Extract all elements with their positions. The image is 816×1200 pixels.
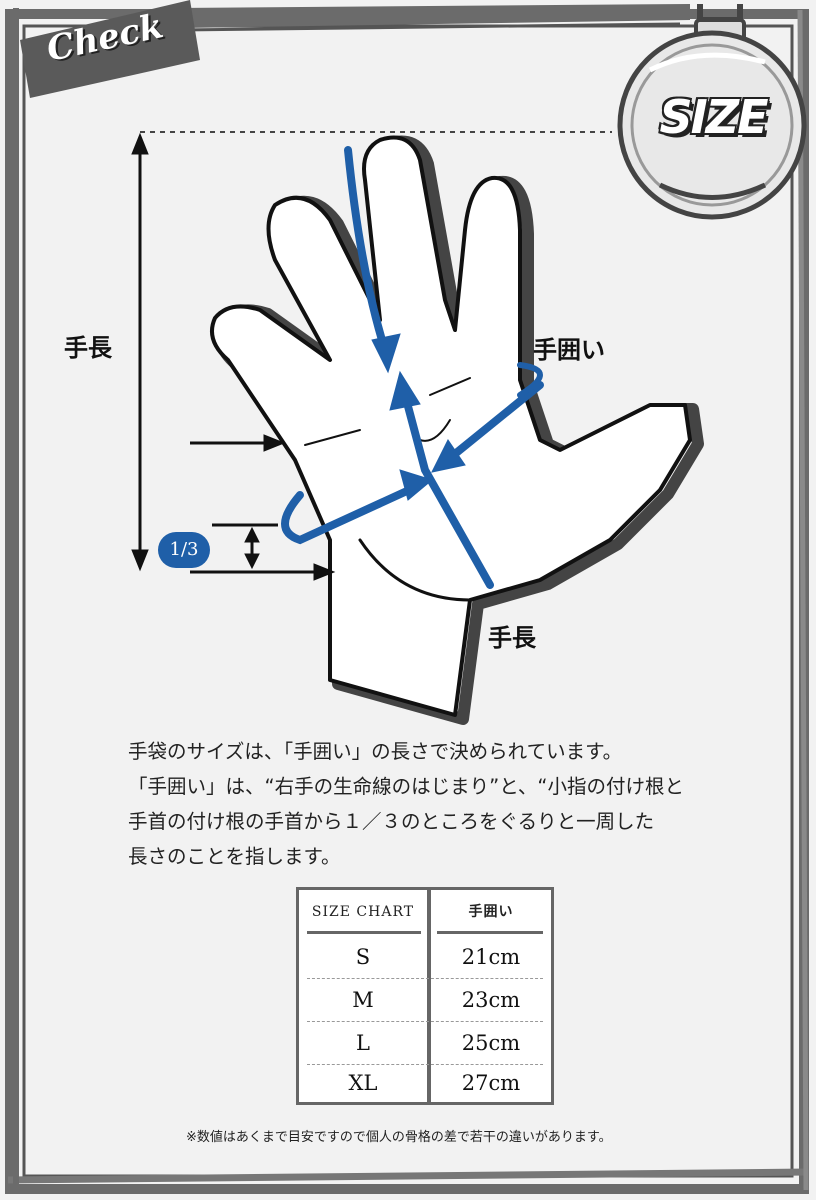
header-underline (307, 931, 421, 934)
size-chart-header: SIZE CHART (311, 904, 415, 920)
fraction-badge: 1/3 (158, 532, 210, 568)
table-divider (427, 890, 431, 1102)
hand-length-label-bottom: 手長 (488, 623, 536, 652)
disclaimer-note: ※数値はあくまで目安ですので個人の骨格の差で若干の違いがあります。 (186, 1130, 612, 1145)
value-cell: 25cm (461, 1031, 521, 1055)
size-cell: M (352, 988, 374, 1012)
description-line: 「手囲い」は、“右手の生命線のはじまり”と、“小指の付け根と (128, 775, 685, 798)
hand-length-label: 手長 (64, 333, 112, 362)
description-text: 手袋のサイズは、「手囲い」の長さで決められています。 「手囲い」は、“右手の生命… (128, 734, 748, 874)
circumference-header: 手囲い (468, 904, 514, 920)
size-cell: XL (348, 1071, 378, 1095)
value-cell: 21cm (461, 945, 521, 969)
size-label: SIZE (659, 90, 768, 144)
hand-circumference-label: 手囲い (533, 335, 605, 364)
arrow-icon (281, 146, 544, 589)
size-chart-table: SIZE CHART 手囲い S 21cm M 23cm L 25cm XL 2… (296, 887, 554, 1105)
hand-outline-icon (210, 135, 704, 725)
size-cell: L (356, 1031, 370, 1055)
table-row: M 23cm (299, 979, 551, 1022)
check-ribbon (20, 0, 200, 98)
pointer-arrow-icon (190, 434, 336, 581)
description-line: 手首の付け根の手首から１／３のところをぐるりと一周した (128, 810, 655, 833)
table-row: L 25cm (299, 1022, 551, 1065)
table-row: S 21cm (299, 936, 551, 979)
description-line: 長さのことを指します。 (128, 845, 341, 868)
value-cell: 27cm (461, 1071, 521, 1095)
description-line: 手袋のサイズは、「手囲い」の長さで決められています。 (128, 740, 623, 763)
length-arrow-icon (131, 132, 149, 572)
header-underline (437, 931, 543, 934)
table-row: XL 27cm (299, 1062, 551, 1105)
size-tag-icon (617, 4, 807, 220)
value-cell: 23cm (461, 988, 521, 1012)
size-cell: S (355, 945, 371, 969)
